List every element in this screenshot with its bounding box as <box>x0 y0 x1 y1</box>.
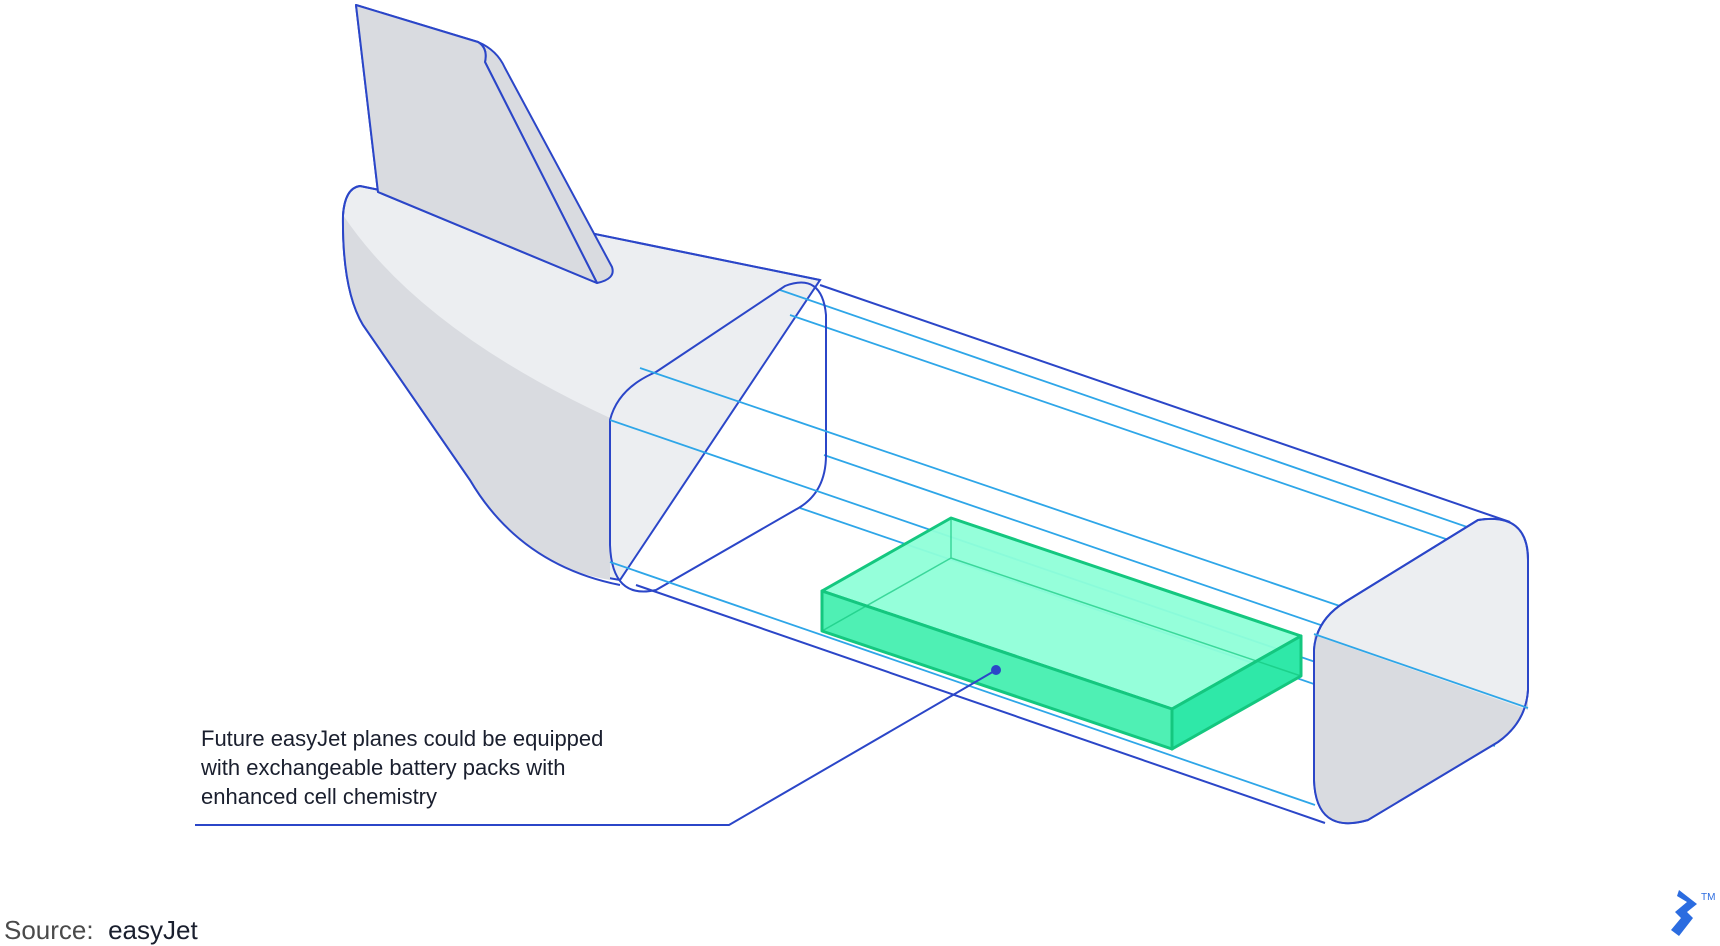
toptal-logo-icon: TM <box>1671 890 1715 936</box>
tail-underside-shade <box>342 215 610 580</box>
stabilizer-face <box>355 4 598 284</box>
callout-line-2: with exchangeable battery packs with <box>201 755 566 780</box>
trademark-mark: TM <box>1701 892 1715 903</box>
battery-hidden-edges <box>821 518 1302 677</box>
callout-line-1: Future easyJet planes could be equipped <box>201 726 604 751</box>
source-label: Source: <box>4 915 94 945</box>
front-section-outline <box>1313 517 1529 825</box>
callout-dot <box>991 665 1001 675</box>
front-section-inner-line <box>1313 633 1529 709</box>
fuselage-bottom-edge <box>635 584 1326 824</box>
fuselage-top-edge <box>819 284 1511 523</box>
source-credit: Source: easyJet <box>4 915 198 946</box>
callout-line-3: enhanced cell chemistry <box>201 784 438 809</box>
front-section-shade <box>1314 635 1528 824</box>
battery-callout-text: Future easyJet planes could be equipped … <box>201 724 671 811</box>
battery-pack <box>820 516 1303 751</box>
callout-leader-line <box>195 669 997 826</box>
fuselage-rear-frame <box>609 281 827 593</box>
source-value: easyJet <box>108 915 198 945</box>
